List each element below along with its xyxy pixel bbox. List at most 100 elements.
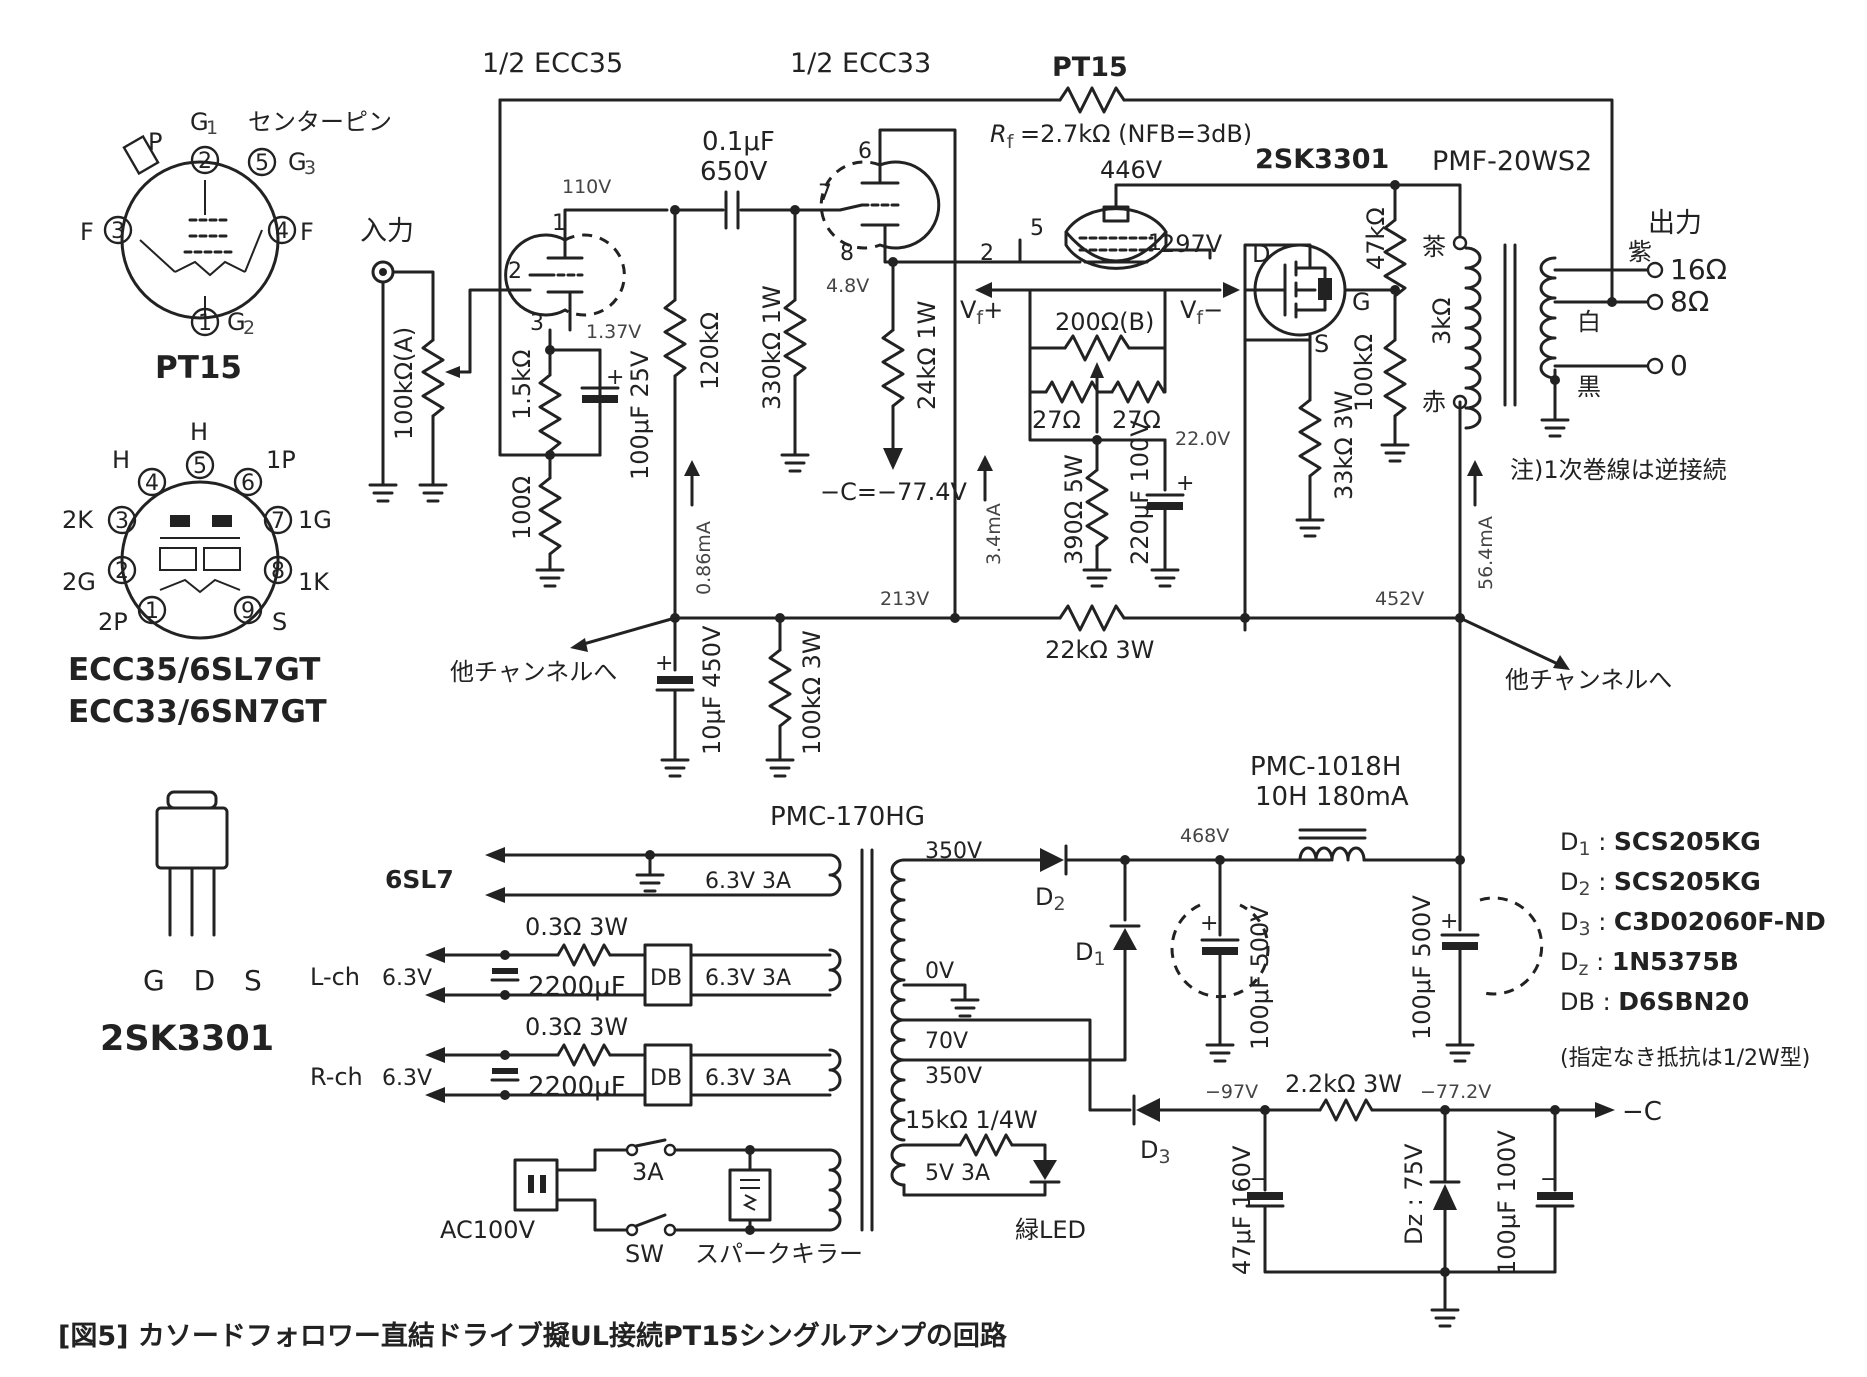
- pin-subscript: 1: [206, 117, 218, 139]
- primary-color: 茶: [1422, 233, 1446, 261]
- input-section: 入力 100kΩ(A): [360, 216, 532, 503]
- pin-number: 9: [241, 599, 255, 624]
- pinout-title: ECC33/6SN7GT: [68, 694, 327, 730]
- bleeder-resistor: [768, 648, 792, 728]
- zener-label: Dz : 75V: [1400, 1143, 1428, 1245]
- dropping-resistor-label: 22kΩ 3W: [1045, 636, 1154, 664]
- d1-label: D1: [1075, 938, 1106, 970]
- v2-current: 3.4mA: [983, 503, 1005, 565]
- rs-label: 33kΩ 3W: [1330, 391, 1358, 500]
- v2-pin: 6: [858, 139, 872, 164]
- pin-name: 2K: [62, 506, 94, 534]
- mosfet-title: 2SK3301: [100, 1019, 274, 1059]
- primary-winding: [828, 1148, 842, 1232]
- pt15-pin: 2: [980, 241, 994, 266]
- d1-diode: [1113, 928, 1137, 950]
- center-pin-label: センターピン: [248, 108, 392, 136]
- choke-spec: 10H 180mA: [1255, 782, 1409, 812]
- neg-resistor: [1318, 1098, 1374, 1122]
- pt15-pin: 5: [1030, 216, 1044, 241]
- tap-label: 8Ω: [1670, 285, 1709, 318]
- pin-number: 4: [145, 471, 159, 496]
- hv-secondary: [890, 858, 906, 1142]
- tap-color: 紫: [1628, 238, 1652, 266]
- pin-number: 8: [271, 559, 285, 584]
- v2-pin: 8: [840, 241, 854, 266]
- neg-voltage-1: −97V: [1205, 1081, 1258, 1103]
- coupling-cap-value: 0.1μF: [702, 127, 775, 157]
- mosfet-d: D: [1252, 240, 1270, 268]
- pt15-tube: 446V 297V 5 2 1: [980, 156, 1397, 270]
- tap-label: 0: [1670, 349, 1688, 382]
- output-note: 注)1次巻線は逆接続: [1510, 456, 1727, 484]
- pt15-pinout: 2 3 4 1 5 P G 1 F F G 2 G 3 センターピン PT15: [80, 108, 392, 386]
- neg-c2-label: 100μF 100V: [1493, 1130, 1521, 1275]
- heater-6sl7-label: 6SL7: [385, 865, 454, 894]
- led-resistor: [958, 1133, 1014, 1157]
- pin-label: 4: [275, 219, 289, 244]
- mosfet: D G S: [1243, 240, 1371, 632]
- pin-name: 2G: [62, 568, 96, 596]
- spark-killer-label: スパークキラー: [695, 1240, 863, 1268]
- pin-number: 1: [145, 599, 159, 624]
- pt15-cathode-resistor: [1085, 468, 1109, 548]
- pinout-title: ECC35/6SL7GT: [68, 652, 320, 688]
- lch-label: L-ch: [310, 963, 360, 991]
- d3-diode: [1136, 1098, 1160, 1122]
- input-label: 入力: [360, 216, 414, 247]
- pinout-title: PT15: [155, 350, 242, 386]
- v1-plate-voltage: 110V: [562, 176, 611, 198]
- parts-item: Dz : 1N5375B: [1560, 947, 1739, 980]
- choke-name: PMC-1018H: [1250, 752, 1401, 782]
- v1-pin: 1: [552, 211, 566, 236]
- pin-name: F: [80, 218, 94, 246]
- d2-label: D2: [1035, 883, 1066, 915]
- rk1-label: 1.5kΩ: [508, 350, 536, 420]
- pin-number: 6: [241, 471, 255, 496]
- rch-voltage: 6.3V: [382, 1066, 432, 1091]
- pt15-ck-label: 220μF 100V: [1126, 420, 1154, 565]
- primary-impedance: 3kΩ: [1428, 297, 1456, 345]
- rk1: [538, 373, 562, 453]
- r27a-label: 27Ω: [1032, 406, 1081, 434]
- parts-item: D2 : SCS205KG: [1560, 867, 1761, 900]
- pin-subscript: 2: [243, 317, 255, 339]
- other-channel-left: 他チャンネルへ: [450, 658, 617, 686]
- pin-name: 2P: [98, 608, 128, 636]
- mosfet-label: 2SK3301: [1255, 144, 1389, 175]
- led: [1033, 1160, 1057, 1180]
- fuse-label: 3A: [632, 1158, 664, 1186]
- v1-current: 0.86mA: [693, 521, 715, 595]
- pin-name: P: [148, 128, 162, 156]
- mosfet-package: G D S 2SK3301: [100, 790, 274, 1059]
- v2-pin: 7: [818, 181, 832, 206]
- neg-c1-label: 47μF 160V: [1228, 1145, 1256, 1275]
- pin-label: 1: [198, 311, 212, 336]
- switch-label: SW: [625, 1240, 664, 1268]
- tap-label: 16Ω: [1670, 253, 1727, 286]
- v2-cathode-resistor: [881, 328, 905, 408]
- dropping-resistor: [1058, 604, 1126, 632]
- pin-name: 1P: [266, 446, 296, 474]
- spark-killer: [728, 1168, 772, 1222]
- rp1: [663, 298, 687, 378]
- nfb-symbol: Rf: [990, 120, 1015, 153]
- d2-diode: [1040, 848, 1064, 872]
- pt15-rk-label: 390Ω 5W: [1060, 454, 1088, 565]
- rch-resistor-label: 0.3Ω 3W: [525, 1013, 628, 1041]
- other-channel-right: 他チャンネルへ: [1505, 666, 1672, 694]
- led-label: 緑LED: [1015, 1216, 1086, 1244]
- primary-color: 赤: [1422, 388, 1446, 416]
- led-resistor-label: 15kΩ 1/4W: [905, 1106, 1038, 1134]
- ac-inlet: [513, 1158, 559, 1212]
- grid-resistor: [783, 298, 807, 378]
- tap-color: 黒: [1577, 373, 1601, 401]
- zener: [1433, 1184, 1457, 1210]
- parts-item: D1 : SCS205KG: [1560, 827, 1761, 860]
- r27b-label: 27Ω: [1112, 406, 1161, 434]
- neg-supply-label: −C=−77.4V: [820, 478, 968, 506]
- vf-minus: Vf−: [1180, 296, 1223, 329]
- ot-primary: [1464, 246, 1482, 430]
- ck-label: 100μF 25V: [626, 350, 654, 480]
